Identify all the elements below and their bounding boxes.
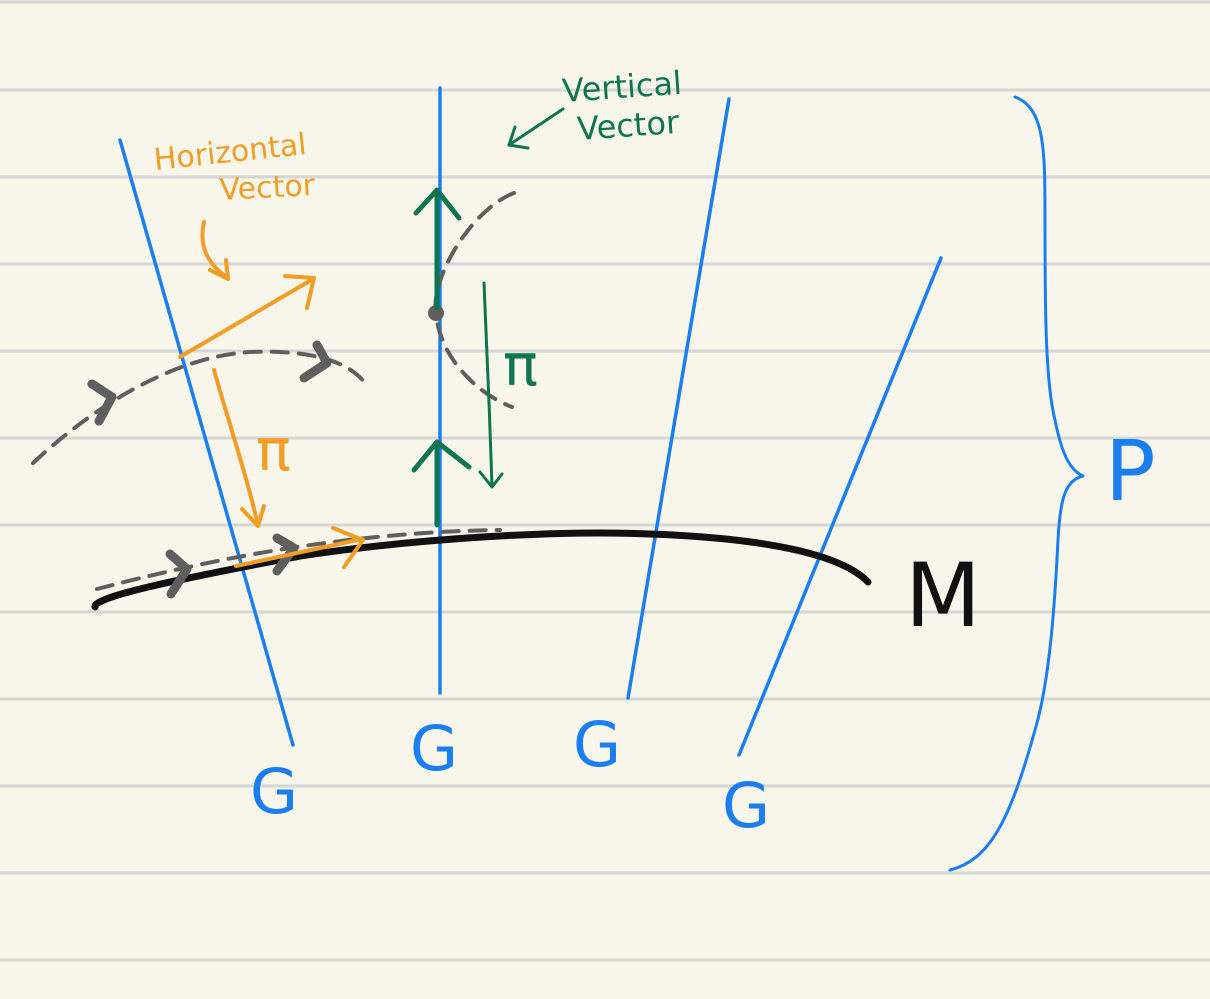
fiber-label-3: G bbox=[573, 708, 621, 781]
fiber-label-4: G bbox=[722, 769, 770, 842]
arrowhead-icon bbox=[283, 274, 316, 310]
vertical-projection-arrow bbox=[478, 281, 504, 489]
fiber-lines bbox=[118, 86, 943, 757]
pi-horizontal-label: π bbox=[256, 416, 291, 484]
fiber-line-1 bbox=[118, 138, 295, 747]
fiber-point bbox=[428, 305, 444, 321]
vertical-vectors bbox=[411, 187, 472, 528]
paper-rules bbox=[0, 0, 1210, 962]
manifold-label: M bbox=[905, 544, 981, 647]
chevron-arrow-icon bbox=[272, 533, 299, 576]
arrowhead-down-icon bbox=[478, 470, 504, 489]
fiber-line-3 bbox=[626, 97, 731, 700]
vertical-vector-label-line2: Vector bbox=[576, 103, 681, 148]
chevron-arrow-icon bbox=[87, 379, 117, 426]
horizontal-vector-label-line2: Vector bbox=[219, 168, 317, 208]
bundle-brace bbox=[948, 95, 1085, 872]
pi-vertical-label: π bbox=[503, 331, 538, 399]
arrowhead-up-icon bbox=[413, 187, 462, 221]
fiber-line-4 bbox=[737, 256, 943, 757]
vertical-vector-label-line1: Vertical bbox=[561, 64, 683, 110]
fiber-label-2: G bbox=[410, 712, 458, 785]
flow-curve-upper bbox=[31, 349, 367, 465]
vertical-label-pointer bbox=[507, 107, 565, 150]
arrowhead-up-icon bbox=[411, 439, 472, 473]
arrowhead-icon bbox=[507, 125, 530, 150]
chevron-arrow-icon bbox=[165, 549, 192, 599]
horizontal-vectors bbox=[178, 220, 365, 569]
fiber-label-1: G bbox=[250, 755, 298, 828]
arrowhead-icon bbox=[331, 526, 365, 569]
manifold-curve bbox=[91, 529, 872, 611]
arrowhead-down-icon bbox=[208, 258, 230, 281]
flow-chevrons bbox=[87, 340, 332, 599]
arrowhead-down-icon bbox=[240, 504, 266, 528]
chevron-arrow-icon bbox=[299, 340, 332, 383]
bundle-label: P bbox=[1105, 422, 1156, 520]
